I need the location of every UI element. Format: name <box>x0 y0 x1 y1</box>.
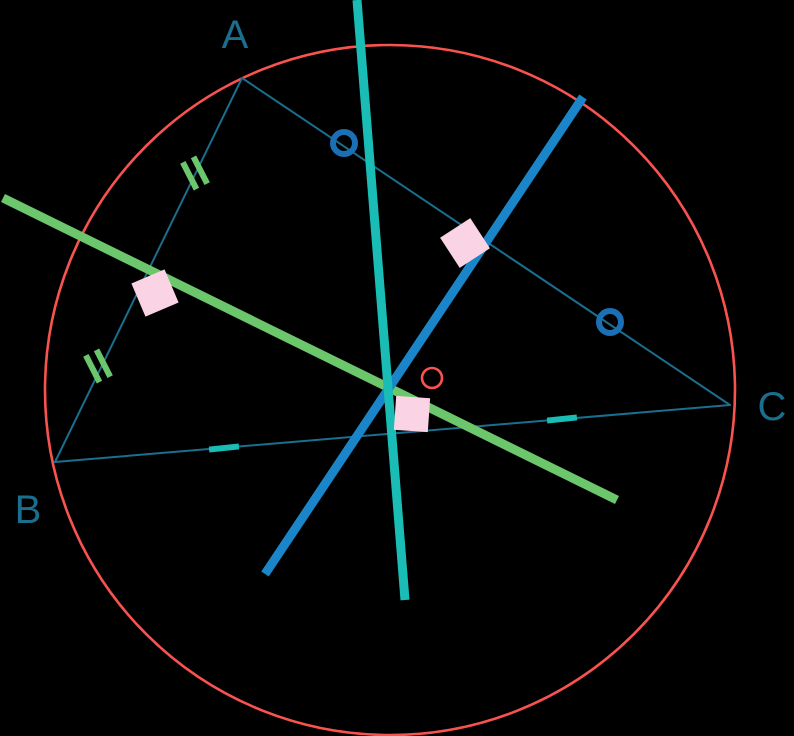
tick-BC-right-stroke <box>546 414 578 424</box>
right-angle-on-AC <box>440 218 490 268</box>
tick-AB-lower-stroke <box>83 353 103 384</box>
tick-AB-upper-stroke <box>180 160 200 191</box>
perpendicular-bisector-of-BC <box>352 0 410 601</box>
tick-BC-left <box>208 443 240 453</box>
circumcircle <box>43 43 737 736</box>
vertex-label-c: C <box>758 385 787 429</box>
right-angle-on-AB <box>131 269 179 317</box>
congruence-ticks-layer <box>83 155 578 453</box>
circumcenter-marker <box>420 366 444 390</box>
ring-marks-layer <box>330 129 624 336</box>
tick-AB-lower <box>83 348 113 384</box>
circumcenter-layer <box>420 366 444 390</box>
perpendicular-bisector-of-AC <box>261 94 587 577</box>
vertex-label-b: B <box>15 488 42 532</box>
tick-AB-upper <box>180 155 210 191</box>
tick-AB-upper-stroke <box>190 155 210 186</box>
ring-AC-lower <box>596 308 624 336</box>
vertex-label-a: A <box>222 13 249 57</box>
vertex-labels-layer: A B C <box>15 13 787 532</box>
perpendicular-bisectors-layer <box>1 0 619 601</box>
right-angle-marks-layer <box>131 218 490 433</box>
ring-AC-upper <box>330 129 358 157</box>
tick-AB-lower-stroke <box>93 348 113 379</box>
tick-BC-right <box>546 414 578 424</box>
circumcircle-layer <box>43 43 737 736</box>
tick-BC-left-stroke <box>208 443 240 453</box>
right-angle-on-BC <box>393 395 431 433</box>
perpendicular-bisector-of-AB <box>1 193 619 505</box>
